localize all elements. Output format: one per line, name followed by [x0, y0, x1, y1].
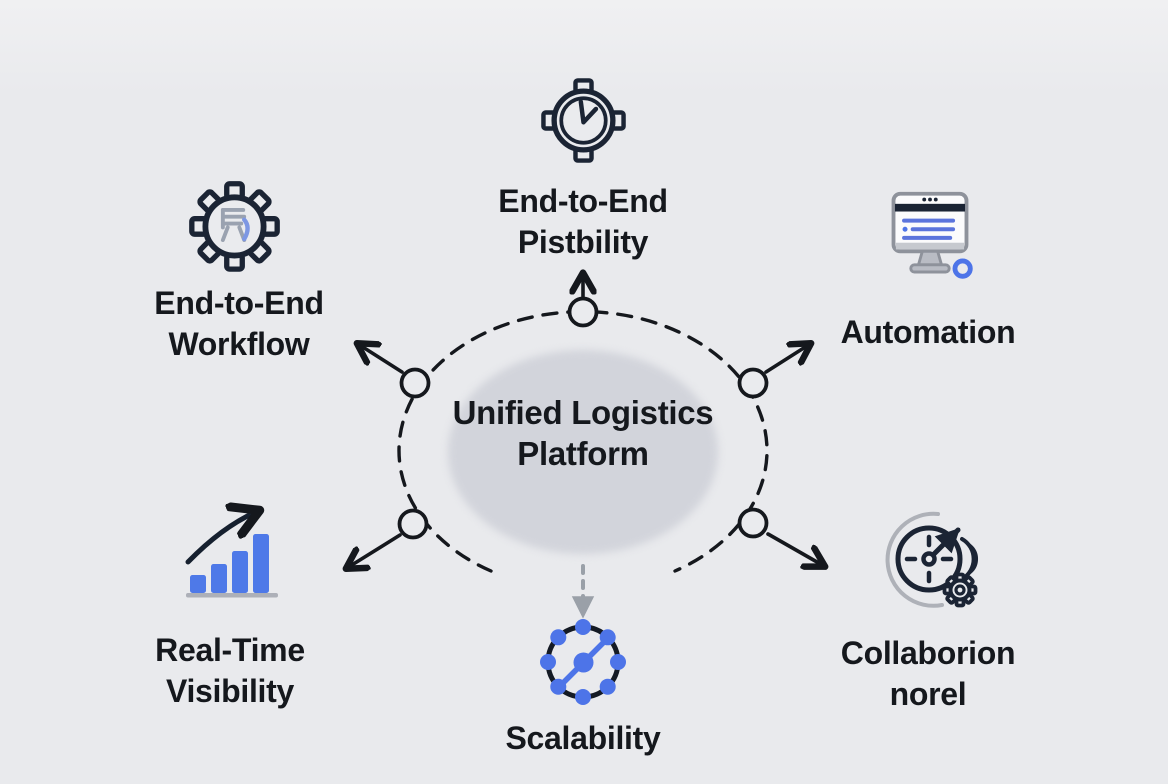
arrow-top-left [358, 344, 404, 374]
spoke-label-bottom-right: Collaborion norel [840, 635, 1016, 712]
ring-node-bottom-right [737, 507, 769, 539]
spoke-label-top-right: Automation [840, 314, 1016, 350]
gear-icon [189, 181, 280, 272]
arrow-top-right [764, 344, 810, 374]
ring-node-top-left [399, 367, 431, 399]
monitor-icon [891, 191, 973, 279]
clock-target-icon [541, 78, 626, 163]
gauge-gear-icon [885, 511, 978, 608]
network-ring-icon [540, 619, 626, 705]
ring-node-top [567, 296, 599, 328]
center-hub-title: Unified Logistics Platform [452, 394, 714, 472]
spoke-label-bottom-left: Real-Time Visibility [155, 632, 305, 709]
spoke-label-top: End-to-End Pistbility [498, 183, 668, 260]
spoke-label-bottom: Scalability [505, 720, 661, 756]
ring-node-top-right [737, 367, 769, 399]
bar-chart-growth-icon [185, 498, 278, 598]
center-hub-ellipse [448, 350, 718, 554]
arrow-bottom-right [766, 532, 824, 566]
ring-node-bottom-left [397, 508, 429, 540]
dashed-ring [397, 309, 769, 573]
spoke-label-top-left: End-to-End Workflow [154, 285, 324, 362]
arrow-bottom-left [347, 533, 402, 568]
